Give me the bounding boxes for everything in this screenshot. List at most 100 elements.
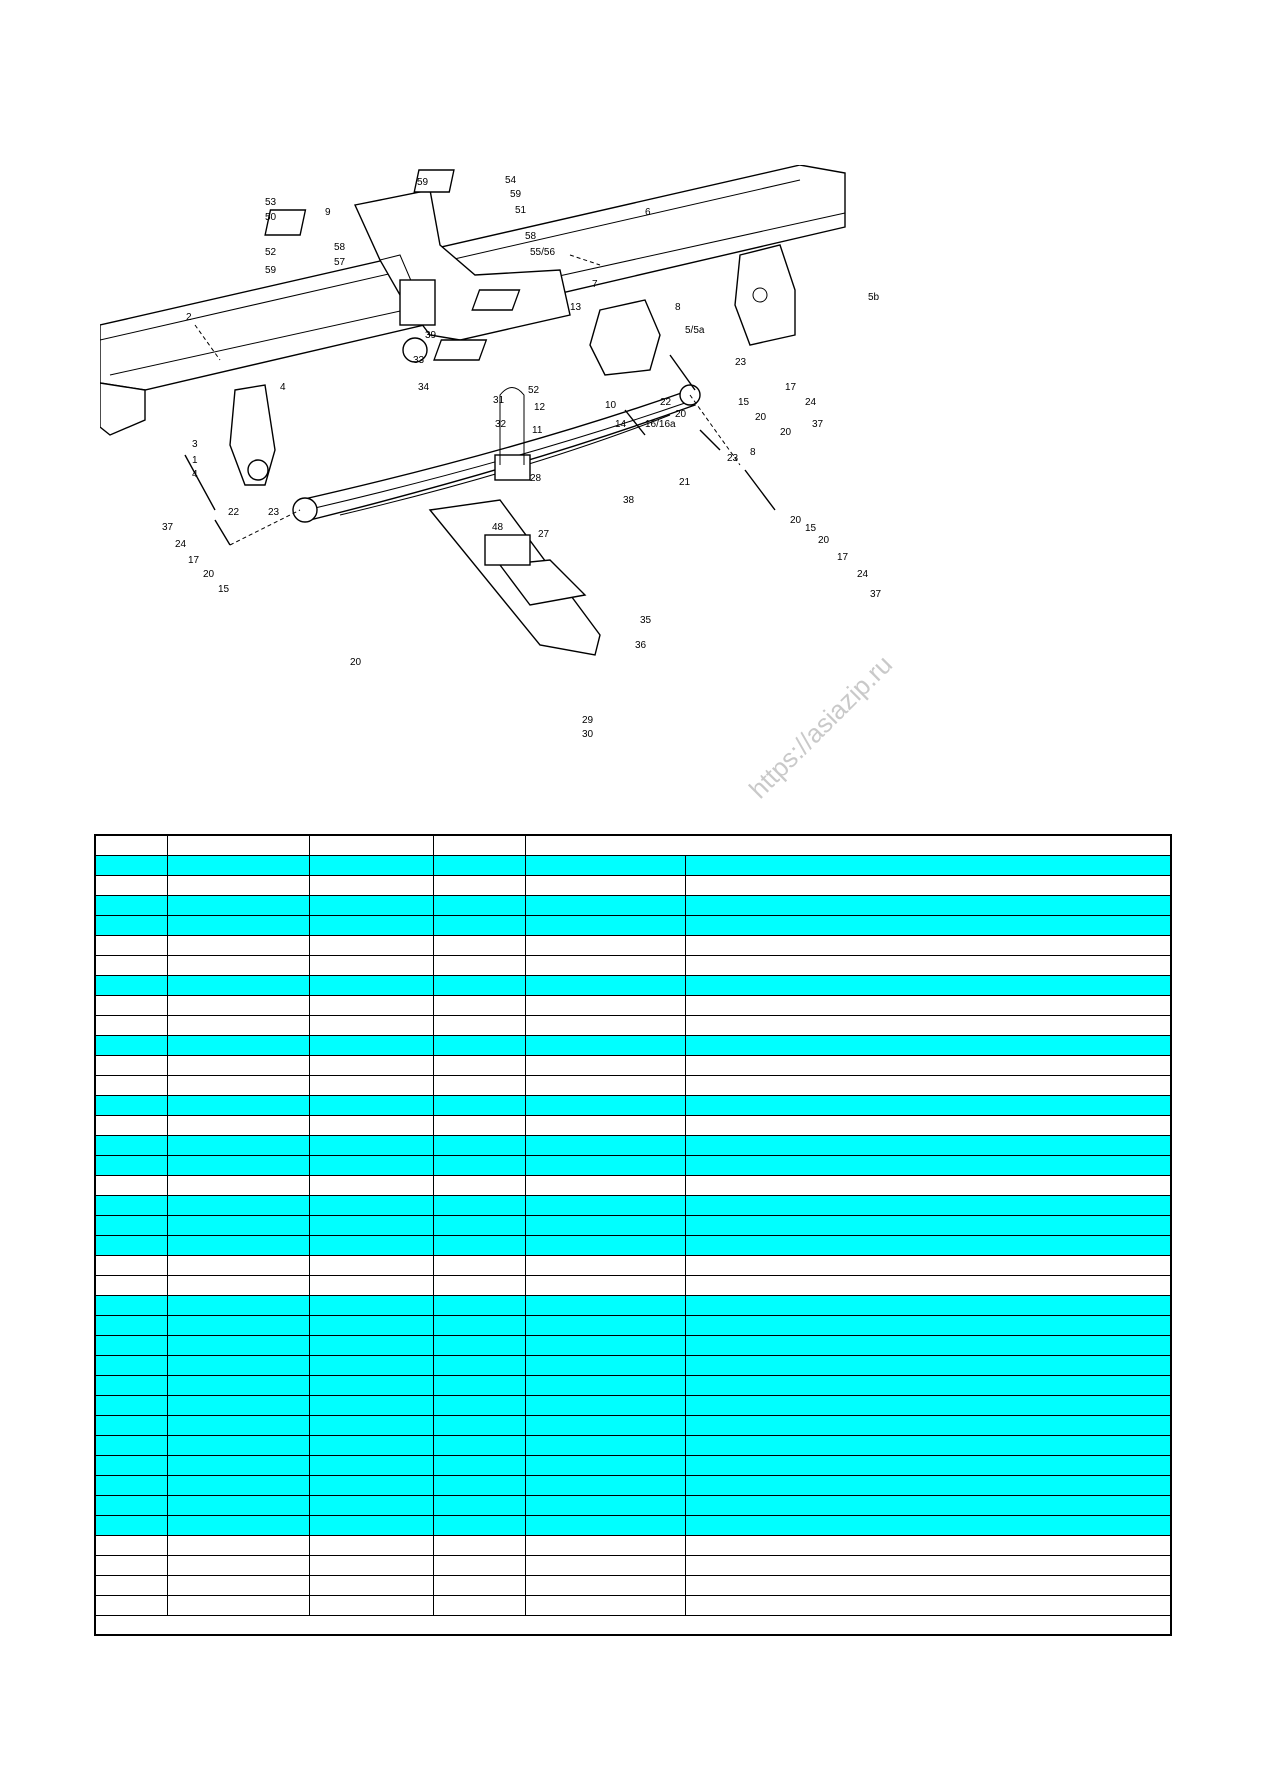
table-cell — [434, 1476, 526, 1495]
table-cell — [434, 1396, 526, 1415]
table-cell — [310, 1416, 434, 1435]
table-cell — [310, 1016, 434, 1035]
table-cell — [96, 1176, 168, 1195]
table-row — [96, 1236, 1170, 1256]
table-cell — [96, 1116, 168, 1135]
table-cell — [168, 1076, 310, 1095]
table-cell — [168, 1096, 310, 1115]
table-cell — [310, 1056, 434, 1075]
table-row — [96, 1476, 1170, 1496]
table-cell — [526, 1276, 686, 1295]
table-cell — [434, 1276, 526, 1295]
table-row — [96, 1596, 1170, 1616]
table-cell — [310, 956, 434, 975]
table-cell — [434, 1076, 526, 1095]
table-cell — [526, 1096, 686, 1115]
callout: 51 — [515, 205, 527, 216]
table-cell — [168, 996, 310, 1015]
table-cell — [310, 1576, 434, 1595]
table-cell — [526, 896, 686, 915]
table-cell — [310, 1316, 434, 1335]
table-cell — [526, 976, 686, 995]
callout: 20 — [790, 515, 802, 526]
table-row — [96, 1176, 1170, 1196]
table-row — [96, 956, 1170, 976]
table-header-row — [96, 836, 1170, 856]
table-cell — [526, 1376, 686, 1395]
table-cell — [434, 1256, 526, 1275]
table-cell — [526, 1476, 686, 1495]
table-row — [96, 856, 1170, 876]
table-cell — [526, 1036, 686, 1055]
table-cell — [168, 956, 310, 975]
table-cell — [434, 1216, 526, 1235]
table-cell — [526, 1436, 686, 1455]
callout: 23 — [735, 357, 747, 368]
front-hanger — [229, 384, 276, 486]
table-cell — [526, 1396, 686, 1415]
table-cell — [526, 1256, 686, 1275]
table-cell — [310, 1256, 434, 1275]
table-cell — [310, 976, 434, 995]
callout: 32 — [495, 419, 507, 430]
callout: 22 — [660, 397, 672, 408]
table-cell — [96, 1316, 168, 1335]
table-row — [96, 1076, 1170, 1096]
table-row — [96, 1036, 1170, 1056]
table-row — [96, 976, 1170, 996]
rear-hanger — [589, 299, 661, 376]
table-cell — [526, 856, 686, 875]
table-cell — [310, 836, 434, 855]
rear-hanger-alt — [734, 244, 796, 346]
callout: 54 — [505, 175, 517, 186]
table-cell — [434, 1156, 526, 1175]
table-cell — [526, 916, 686, 935]
table-cell — [434, 1596, 526, 1615]
table-cell — [96, 976, 168, 995]
callout: 17 — [785, 382, 797, 393]
table-cell — [526, 1536, 686, 1555]
table-cell — [168, 1256, 310, 1275]
table-cell — [96, 1016, 168, 1035]
table-cell — [434, 1116, 526, 1135]
table-cell — [168, 1196, 310, 1215]
table-cell — [310, 1556, 434, 1575]
callout: 50 — [265, 212, 277, 223]
table-cell — [434, 1036, 526, 1055]
table-cell — [96, 1096, 168, 1115]
callout: 23 — [727, 453, 739, 464]
table-cell — [168, 1176, 310, 1195]
callout: 28 — [530, 473, 542, 484]
table-cell — [526, 1016, 686, 1035]
table-row — [96, 1396, 1170, 1416]
table-cell — [686, 1396, 1170, 1415]
callout: 20 — [350, 657, 362, 668]
pins — [184, 354, 776, 546]
table-cell — [526, 1136, 686, 1155]
table-cell — [526, 1176, 686, 1195]
table-cell — [686, 1436, 1170, 1455]
callout: 7 — [592, 279, 598, 290]
table-cell — [96, 1156, 168, 1175]
rubber-pads — [264, 169, 521, 363]
table-row — [96, 1136, 1170, 1156]
assembly-lines — [194, 254, 741, 546]
table-cell — [686, 1496, 1170, 1515]
table-row — [96, 1556, 1170, 1576]
table-row — [96, 1016, 1170, 1036]
table-cell — [96, 1436, 168, 1455]
table-row — [96, 916, 1170, 936]
table-cell — [686, 976, 1170, 995]
callout: 20 — [818, 535, 830, 546]
table-row — [96, 1336, 1170, 1356]
table-cell — [686, 1236, 1170, 1255]
table-row — [96, 876, 1170, 896]
table-cell — [310, 1356, 434, 1375]
table-cell — [310, 1596, 434, 1615]
table-cell — [168, 1316, 310, 1335]
table-cell — [310, 1076, 434, 1095]
table-cell — [310, 1396, 434, 1415]
table-cell — [434, 976, 526, 995]
table-cell — [434, 1016, 526, 1035]
table-cell — [434, 1176, 526, 1195]
